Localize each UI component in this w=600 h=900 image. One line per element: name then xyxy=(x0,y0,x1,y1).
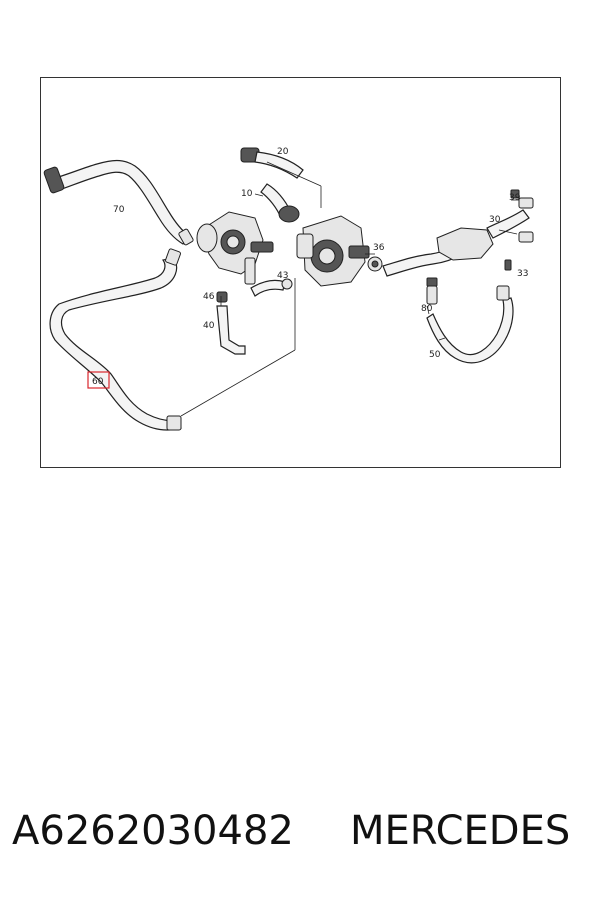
callout-20: 20 xyxy=(277,147,289,157)
callout-60: 60 xyxy=(92,377,104,387)
callout-30: 30 xyxy=(489,215,501,225)
hose-50-drawing xyxy=(426,277,514,364)
brand-name: MERCEDES xyxy=(350,808,571,854)
hose-20-10-drawing xyxy=(240,147,304,223)
callout-50: 50 xyxy=(429,350,441,360)
callout-10: 10 xyxy=(241,189,253,199)
pipe-40-drawing xyxy=(216,278,293,355)
callout-80: 80 xyxy=(421,304,433,314)
callout-70: 70 xyxy=(113,205,125,215)
callout-39: 39 xyxy=(509,193,521,203)
callout-36: 36 xyxy=(373,243,385,253)
hose-70-drawing xyxy=(43,159,194,246)
callout-46: 46 xyxy=(203,292,215,302)
callout-33: 33 xyxy=(517,269,528,279)
thermostat-housing-drawing xyxy=(196,211,274,285)
callout-40: 40 xyxy=(203,321,215,331)
water-pump-drawing xyxy=(296,215,370,287)
hose-60-drawing xyxy=(49,248,182,431)
hose-30-assembly-drawing xyxy=(382,189,534,277)
part-number: A6262030482 xyxy=(12,808,294,854)
callout-43: 43 xyxy=(277,271,288,281)
clamp-36-drawing xyxy=(367,256,383,272)
callout-60-highlight xyxy=(87,371,110,389)
parts-diagram: 20 10 70 36 39 30 33 43 46 40 80 50 60 xyxy=(43,147,534,431)
parts-diagram-frame: 20 10 70 36 39 30 33 43 46 40 80 50 60 xyxy=(40,77,561,468)
